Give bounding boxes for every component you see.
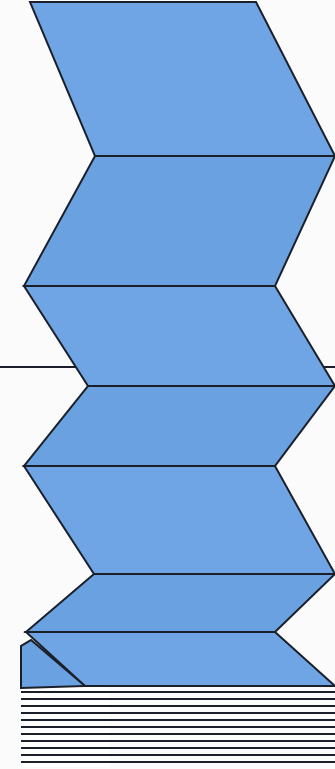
- panel-1: [30, 2, 335, 156]
- panel-4: [24, 386, 335, 466]
- folded-panels: [21, 2, 335, 688]
- paper-stack: [21, 686, 335, 767]
- panel-3: [24, 286, 335, 386]
- panel-6: [26, 574, 335, 632]
- panel-2: [24, 156, 335, 286]
- panel-5: [24, 466, 335, 574]
